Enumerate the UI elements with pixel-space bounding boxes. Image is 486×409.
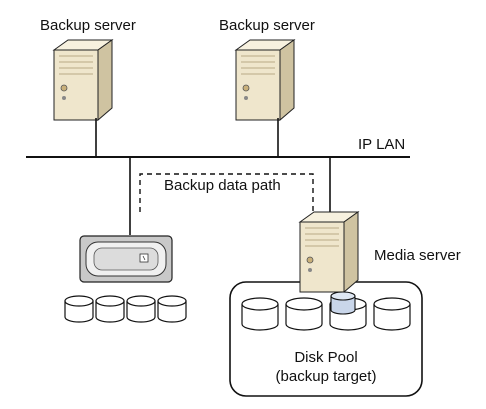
backup-server-right-icon (235, 39, 295, 121)
disk-pool-disk-icon (373, 297, 411, 331)
backup-server-right-label: Backup server (219, 17, 315, 34)
disk-pool-disk-icon (241, 297, 279, 331)
disk-pool-disk-icon (285, 297, 323, 331)
ip-lan-label: IP LAN (358, 136, 406, 153)
backup-data-path-line (139, 173, 314, 226)
disk-pool-subtitle: (backup target) (275, 368, 377, 385)
backup-server-left-icon (53, 39, 113, 121)
media-server-icon (299, 211, 359, 293)
storage-array-icon (79, 235, 173, 283)
array-disk-icon (157, 295, 187, 323)
disk-pool-title: Disk Pool (294, 349, 358, 366)
array-disk-icon (95, 295, 125, 323)
backup-data-path-label: Backup data path (164, 177, 281, 194)
array-disk-icon (64, 295, 94, 323)
backup-server-left-label: Backup server (40, 17, 136, 34)
media-server-disk-icon (330, 291, 356, 315)
media-server-label: Media server (374, 247, 461, 264)
array-disk-icon (126, 295, 156, 323)
